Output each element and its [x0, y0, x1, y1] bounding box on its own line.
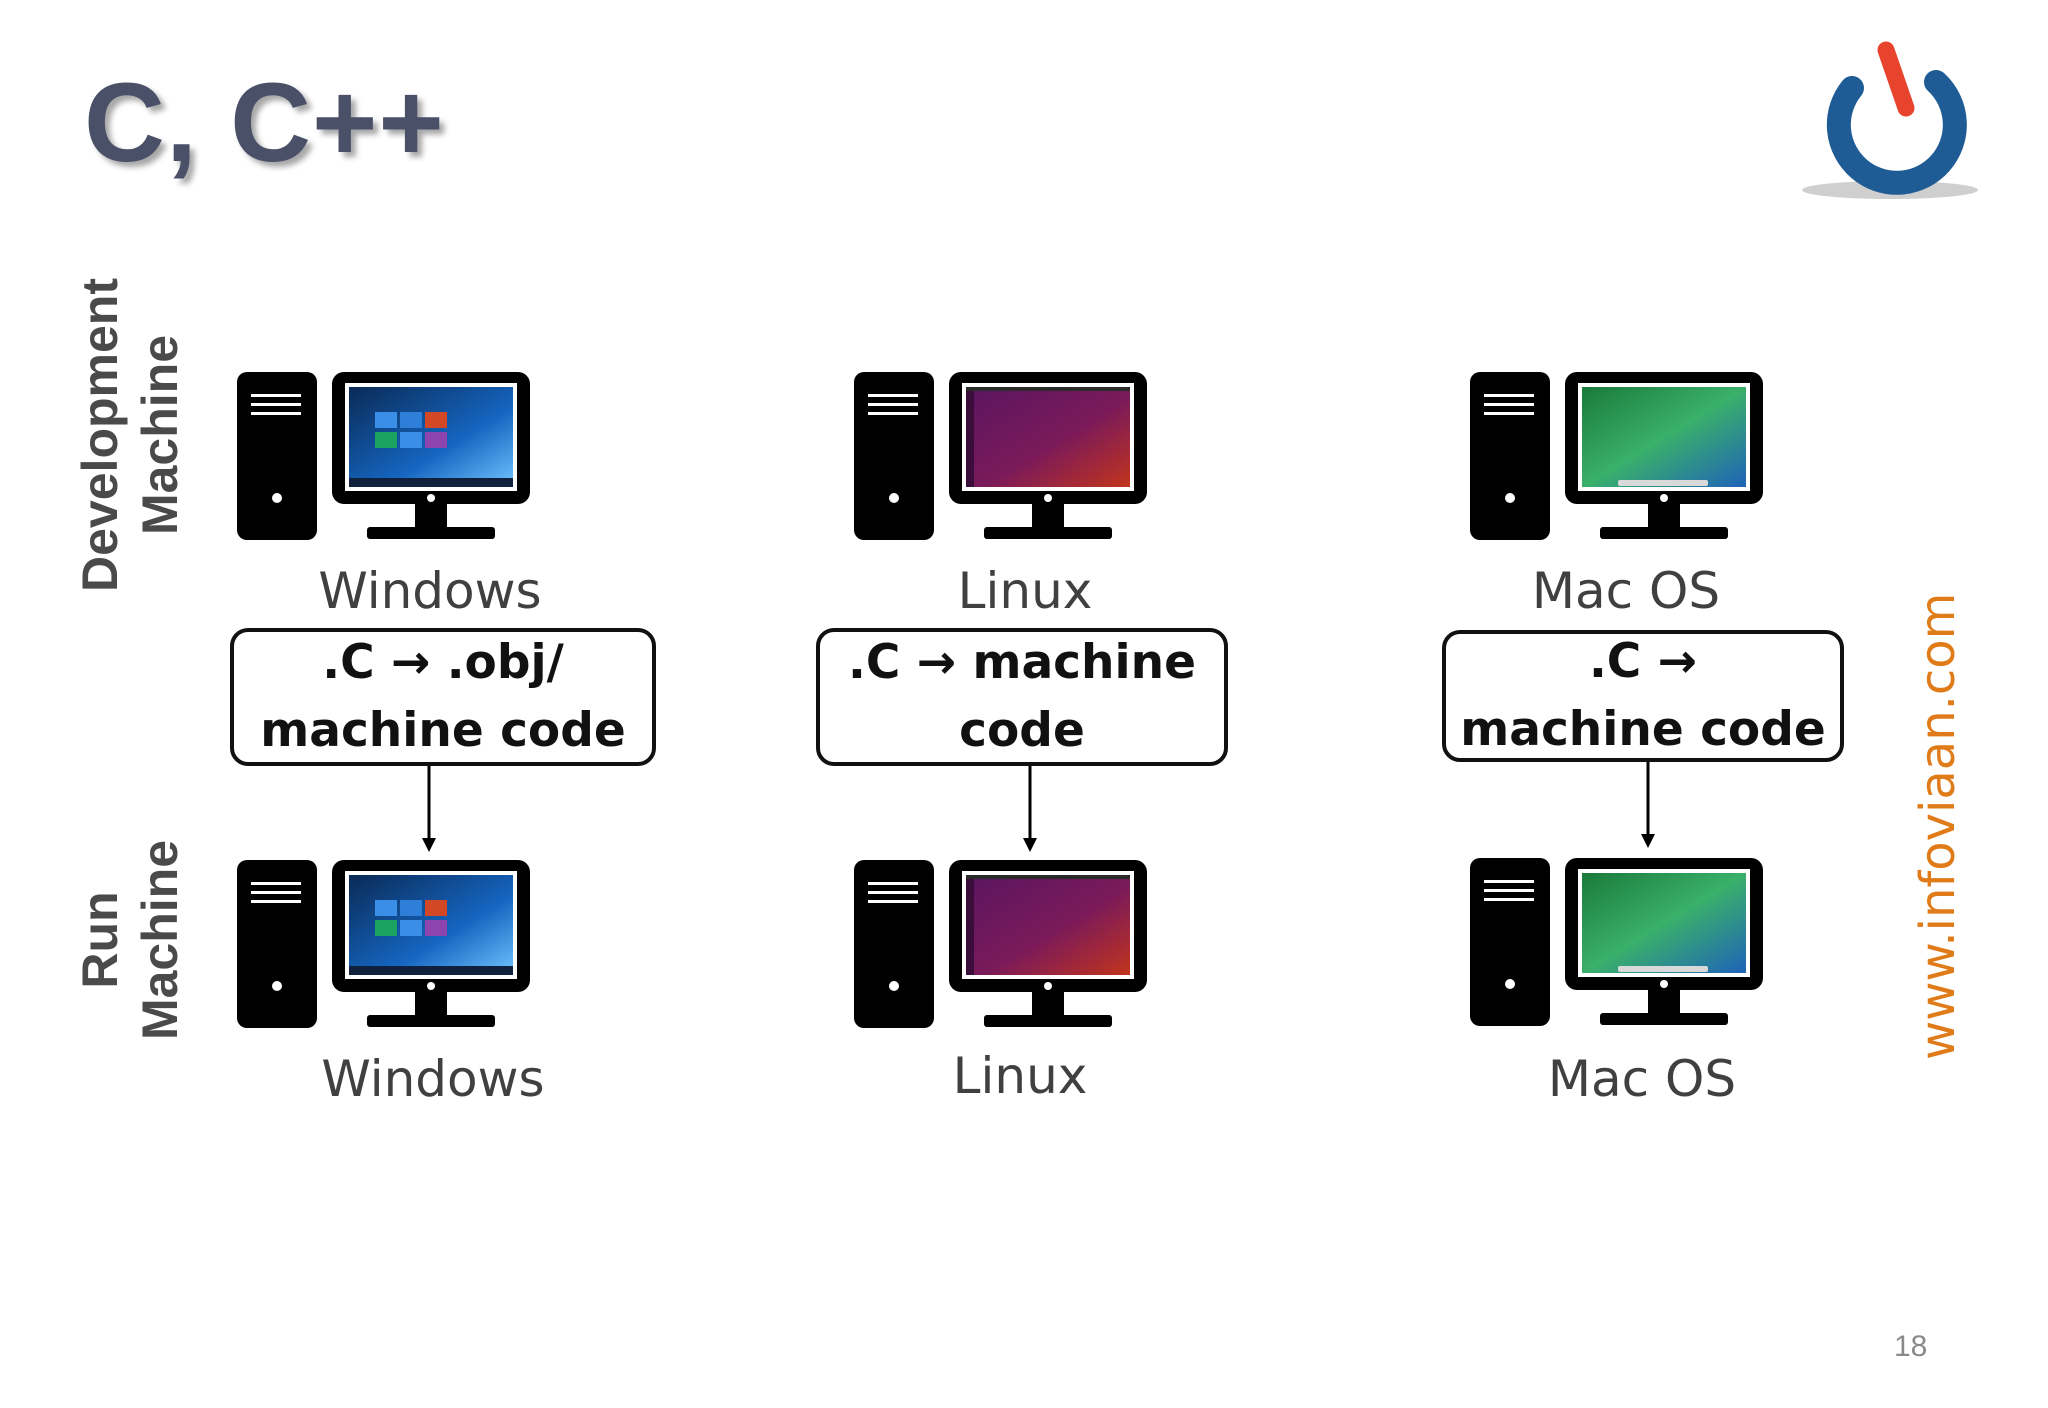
macos-compile-box: .C → machine code: [1442, 630, 1844, 762]
macos-dev-os-label: Mac OS: [1531, 562, 1721, 620]
macos-compile-line-2: machine code: [1460, 702, 1826, 757]
linux-compile-line-2: code: [959, 703, 1085, 758]
macos-down-arrow: [1641, 762, 1655, 848]
windows-dev-computer-icon: [237, 372, 530, 540]
page-number: 18: [1894, 1330, 1928, 1363]
macos-run-os-label: Mac OS: [1547, 1050, 1737, 1108]
linux-dev-os-label: Linux: [957, 562, 1093, 620]
windows-down-arrow: [422, 766, 436, 852]
windows-compile-box: .C → .obj/ machine code: [230, 628, 656, 766]
linux-dev-computer-icon: [854, 372, 1147, 540]
macos-dev-computer-icon: [1470, 372, 1763, 540]
slide-title: C, C++: [84, 60, 445, 185]
website-url: www.infoviaan.com: [1910, 592, 1966, 1060]
windows-run-computer-icon: [237, 860, 530, 1028]
linux-run-computer-icon: [854, 860, 1147, 1028]
row-label-run-line-2: Machine: [132, 839, 188, 1041]
row-label-run: Run Machine: [70, 785, 190, 1095]
linux-run-os-label: Linux: [952, 1047, 1088, 1105]
macos-compile-line-1: .C →: [1588, 634, 1698, 689]
linux-compile-line-1: .C → machine: [848, 635, 1196, 690]
windows-compile-line-2: machine code: [260, 703, 626, 758]
row-label-development-line-2: Machine: [132, 334, 188, 536]
linux-compile-box: .C → machine code: [816, 628, 1228, 766]
windows-compile-line-1: .C → .obj/: [322, 635, 564, 690]
windows-dev-os-label: Windows: [318, 562, 542, 620]
macos-run-computer-icon: [1470, 858, 1763, 1026]
infoviaan-logo-icon: [1802, 41, 1978, 199]
row-label-development: Development Machine: [70, 270, 190, 600]
row-label-run-line-1: Run: [72, 891, 128, 989]
windows-run-os-label: Windows: [321, 1050, 545, 1108]
row-label-development-line-1: Development: [72, 278, 128, 592]
linux-down-arrow: [1023, 766, 1037, 852]
